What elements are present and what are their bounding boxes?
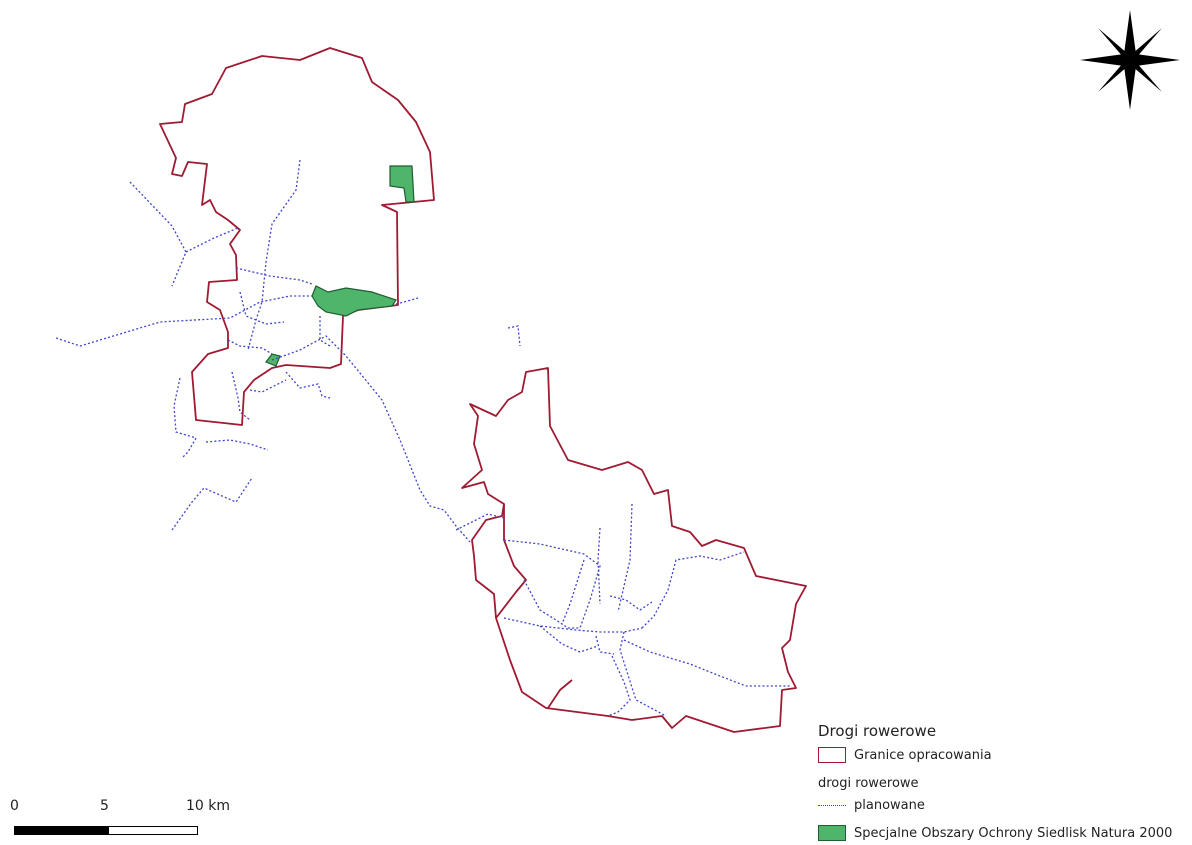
scale-label-10: 10 km (186, 798, 231, 814)
legend-label-boundary: Granice opracowania (854, 747, 992, 763)
boundary-south (461, 367, 807, 733)
bicycle-roads-planned (55, 159, 790, 717)
legend-item-natura: Specjalne Obszary Ochrony Siedlisk Natur… (818, 822, 1188, 844)
boundary-north (159, 47, 435, 426)
legend-item-roads-planned: planowane (818, 794, 1188, 816)
natura-area-1 (389, 165, 415, 203)
legend-group-roads: drogi rowerowe (818, 776, 919, 791)
legend: Drogi rowerowe Granice opracowania drogi… (818, 722, 1188, 844)
legend-label-natura: Specjalne Obszary Ochrony Siedlisk Natur… (854, 825, 1173, 841)
scale-bar: 0 5 10 km (10, 798, 240, 843)
natura-area-2 (311, 285, 397, 317)
scale-label-0: 0 (10, 798, 19, 814)
boundary-swatch (818, 747, 846, 763)
dotted-line-swatch (818, 804, 846, 806)
compass-rose-icon (1080, 10, 1180, 110)
legend-title: Drogi rowerowe (818, 722, 937, 740)
boundary-south-inner-2 (547, 679, 573, 709)
scale-bar-segment-2 (108, 826, 198, 835)
scale-label-5: 5 (100, 798, 109, 814)
legend-item-boundary: Granice opracowania (818, 744, 1188, 766)
boundary-south-inner (495, 504, 527, 619)
scale-bar-segment-1 (14, 826, 108, 835)
legend-label-roads-planned: planowane (854, 797, 925, 813)
natura-swatch (818, 825, 846, 841)
